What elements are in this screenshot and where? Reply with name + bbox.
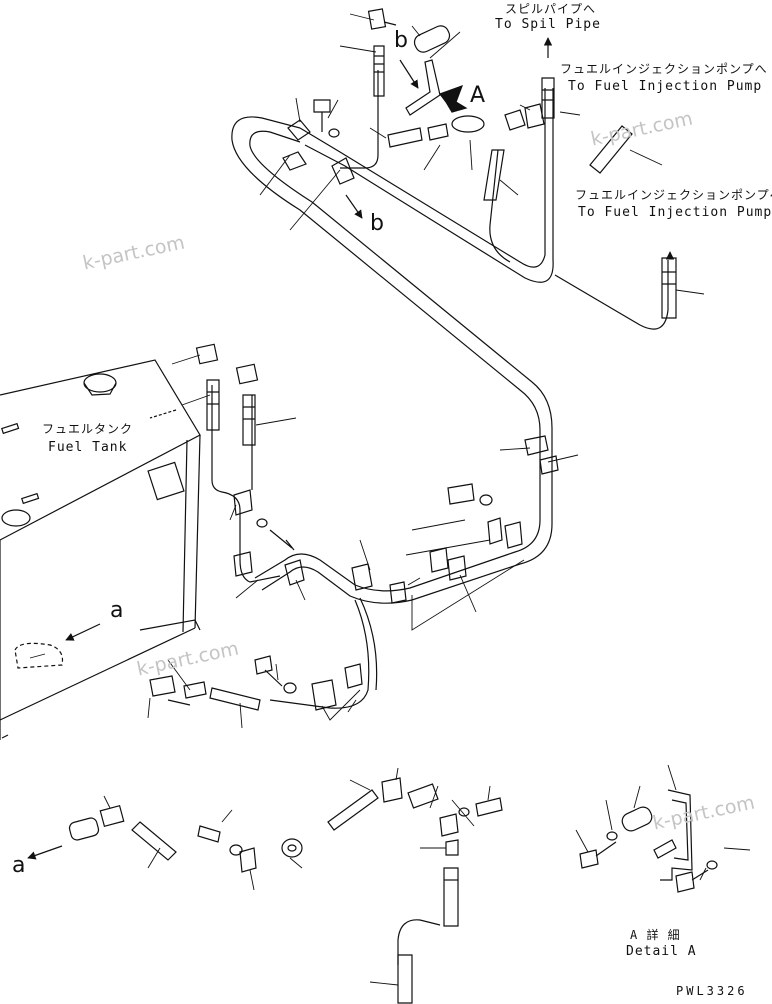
- pump-label-2-jp: フュエルインジェクションポンプへ: [575, 188, 772, 202]
- detail-a-label-en: Detail A: [626, 944, 697, 959]
- bolt-small: [314, 100, 339, 137]
- detail-a-parts: [580, 790, 717, 892]
- connector-center: [388, 104, 544, 147]
- spill-pipe-line: [340, 70, 510, 262]
- view-b-label-top: b: [394, 28, 408, 53]
- return-pipe-line: [555, 260, 668, 329]
- sleeve-top: [412, 23, 452, 55]
- clip-upper: [283, 120, 354, 184]
- leader-lines: [104, 14, 750, 985]
- upper-fuel-pipe: [300, 88, 553, 282]
- view-b-label-mid: b: [370, 211, 384, 236]
- view-a-arrow: [440, 86, 466, 112]
- view-a-label-left: a: [110, 598, 124, 623]
- hose-top: [374, 46, 384, 96]
- clamp-tank: [234, 490, 372, 590]
- pump-label-2-en: To Fuel Injection Pump: [578, 205, 772, 220]
- main-fuel-pipe: [232, 117, 552, 603]
- spill-pipe-label-en: To Spil Pipe: [495, 17, 601, 32]
- pump-label-1-jp: フュエルインジェクションポンプへ: [560, 62, 768, 76]
- spill-pipe-label-jp: スピルパイプへ: [505, 2, 597, 16]
- direction-arrows: [27, 37, 675, 860]
- fitting-elbow-top: [369, 9, 396, 29]
- fuel-tank-label-en: Fuel Tank: [48, 440, 128, 455]
- tank-feed-pipe: [212, 385, 377, 708]
- lower-fittings: [150, 656, 362, 710]
- hose-right-top: [542, 78, 554, 118]
- view-a-label: A: [470, 83, 486, 108]
- bottom-parts: [68, 778, 502, 1003]
- fuel-tank: [0, 360, 200, 740]
- detail-a-label-jp: A 詳 細: [630, 928, 681, 942]
- view-a-label-bottom: a: [12, 853, 26, 878]
- bracket-b: [406, 60, 440, 115]
- clamp-right: [390, 436, 558, 603]
- drawing-code: PWL3326: [676, 984, 748, 998]
- hose-diagonal-right: [590, 126, 632, 173]
- fuel-tank-label-jp: フュエルタンク: [42, 422, 134, 436]
- hose-right-pump: [662, 258, 676, 318]
- elbow-tank-left: [197, 344, 258, 383]
- pump-label-1-en: To Fuel Injection Pump: [568, 79, 763, 94]
- hose-vertical-center: [484, 150, 504, 200]
- hose-tank: [207, 380, 255, 445]
